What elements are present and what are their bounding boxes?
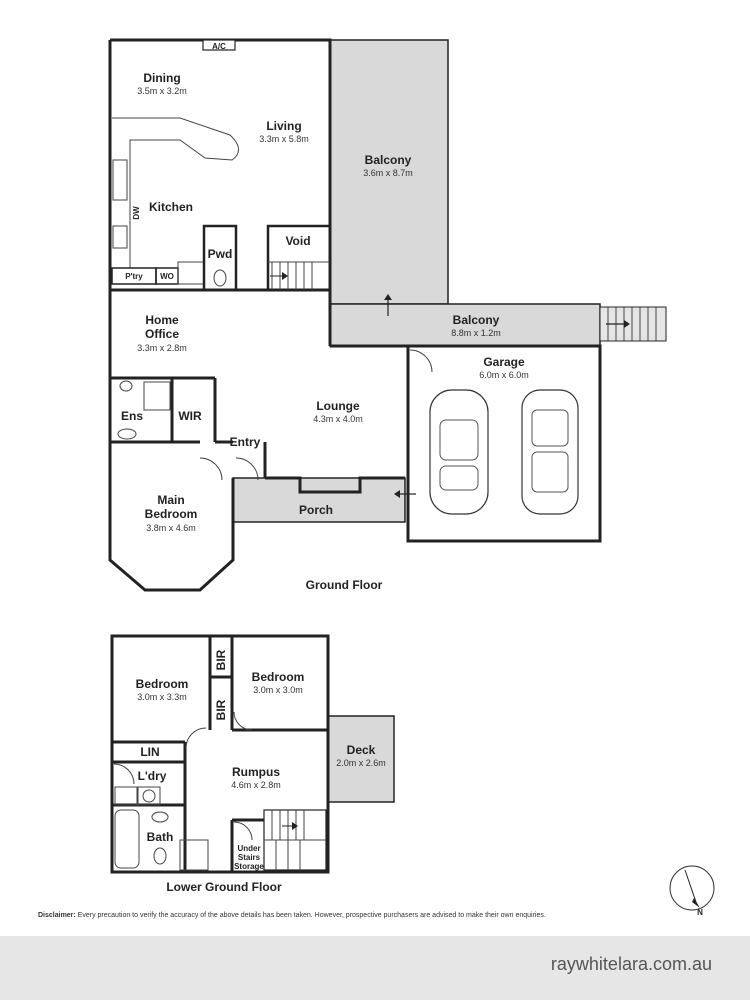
bedroom1-dim: 3.0m x 3.3m — [137, 692, 187, 702]
bedroom2-dim: 3.0m x 3.0m — [253, 685, 303, 695]
car-1-icon — [429, 389, 489, 515]
compass-n-label: N — [697, 908, 703, 917]
main-bedroom-label-line1: Main — [157, 493, 184, 507]
void-label: Void — [285, 234, 310, 248]
lounge-dim: 4.3m x 4.0m — [313, 414, 363, 424]
kitchen-label: Kitchen — [149, 200, 193, 214]
garage-dim: 6.0m x 6.0m — [479, 370, 529, 380]
ground-floor-title: Ground Floor — [306, 578, 383, 592]
balcony-lower-label: Balcony — [453, 313, 500, 327]
balcony-upper-dim: 3.6m x 8.7m — [363, 168, 413, 178]
pantry-label: P'try — [125, 272, 143, 281]
deck-label: Deck — [347, 743, 376, 757]
dining-label: Dining — [143, 71, 180, 85]
living-dim: 3.3m x 5.8m — [259, 134, 309, 144]
disclaimer-text: Every precaution to verify the accuracy … — [77, 912, 546, 919]
under-stairs-line2: Stairs — [238, 853, 261, 862]
deck-area — [327, 715, 395, 803]
rumpus-dim: 4.6m x 2.8m — [231, 780, 281, 790]
balcony-upper-label: Balcony — [365, 153, 412, 167]
main-bedroom-dim: 3.8m x 4.6m — [146, 523, 196, 533]
wo-label: WO — [160, 272, 174, 281]
website-link[interactable]: raywhitelara.com.au — [550, 954, 712, 974]
under-stairs-line1: Under — [237, 844, 260, 853]
lower-stairs — [263, 809, 327, 871]
main-bedroom-label-line2: Bedroom — [145, 507, 198, 521]
lower-ground-floor-title: Lower Ground Floor — [166, 880, 282, 894]
car-2-icon — [521, 389, 579, 515]
dw-label: DW — [132, 206, 141, 220]
ac-label: A/C — [212, 42, 226, 51]
bedroom1-label: Bedroom — [136, 677, 189, 691]
rumpus-label: Rumpus — [232, 765, 280, 779]
bath-label: Bath — [147, 830, 174, 844]
balcony-upper-area — [329, 39, 449, 305]
laundry-label: L'dry — [138, 769, 167, 783]
balcony-lower-dim: 8.8m x 1.2m — [451, 328, 501, 338]
home-office-label-line2: Office — [145, 327, 179, 341]
balcony-lower-area — [329, 303, 601, 347]
garage-label: Garage — [483, 355, 525, 369]
void-stairs — [268, 261, 330, 290]
porch-label: Porch — [299, 503, 333, 517]
entry-label: Entry — [230, 435, 261, 449]
deck-dim: 2.0m x 2.6m — [336, 758, 386, 768]
wir-label: WIR — [178, 409, 202, 423]
lounge-label: Lounge — [316, 399, 360, 413]
balcony-stairs — [599, 306, 667, 342]
porch-area — [232, 477, 406, 523]
dining-dim: 3.5m x 3.2m — [137, 86, 187, 96]
ens-label: Ens — [121, 409, 143, 423]
disclaimer: Disclaimer: Every precaution to verify t… — [38, 912, 728, 919]
living-label: Living — [266, 119, 301, 133]
lin-label: LIN — [140, 745, 159, 759]
footer-bar: raywhitelara.com.au — [0, 936, 750, 1000]
pwd-label: Pwd — [208, 247, 233, 261]
bir2-label: BIR — [214, 699, 228, 720]
bir1-label: BIR — [214, 649, 228, 670]
ground-floor: Dining 3.5m x 3.2m A/C Living 3.3m x 5.8… — [108, 38, 667, 592]
compass-icon: N — [669, 865, 715, 917]
disclaimer-label: Disclaimer: — [38, 912, 76, 919]
lower-ground-floor: Bedroom 3.0m x 3.3m Bedroom 3.0m x 3.0m … — [110, 634, 395, 894]
floor-plan: Dining 3.5m x 3.2m A/C Living 3.3m x 5.8… — [108, 38, 715, 917]
home-office-label-line1: Home — [145, 313, 179, 327]
bedroom2-label: Bedroom — [252, 670, 305, 684]
home-office-dim: 3.3m x 2.8m — [137, 343, 187, 353]
under-stairs-line3: Storage — [234, 862, 264, 871]
